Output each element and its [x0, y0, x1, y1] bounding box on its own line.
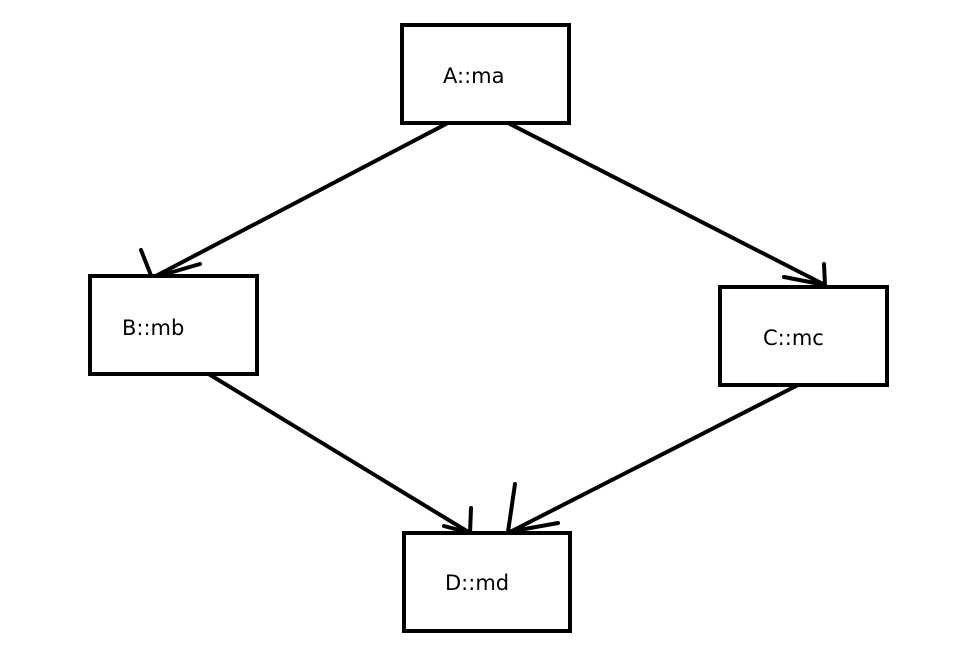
node-c: C::mc [718, 285, 889, 387]
node-d: D::md [402, 531, 572, 633]
edge-a-to-b [139, 122, 448, 281]
edge-b-to-d [205, 371, 473, 536]
edge-c-to-d-line [508, 383, 800, 534]
edge-c-to-d [506, 383, 800, 534]
node-b: B::mb [88, 274, 259, 376]
node-d-box [402, 531, 572, 633]
node-d-label: D::md [445, 571, 509, 595]
node-b-label: B::mb [122, 316, 184, 340]
edge-a-to-b-line [150, 122, 448, 280]
node-a-label: A::ma [443, 64, 504, 88]
edge-a-to-c-line [508, 122, 827, 287]
node-b-box [88, 274, 259, 376]
edge-a-to-b-arrowhead [139, 248, 202, 281]
edge-b-to-d-line [205, 371, 472, 535]
node-a: A::ma [400, 23, 571, 125]
node-c-box [718, 285, 889, 387]
node-c-label: C::mc [763, 326, 824, 350]
edge-a-to-c [508, 122, 828, 288]
edge-c-to-d-arrowhead [506, 482, 560, 534]
node-a-box [400, 23, 571, 125]
